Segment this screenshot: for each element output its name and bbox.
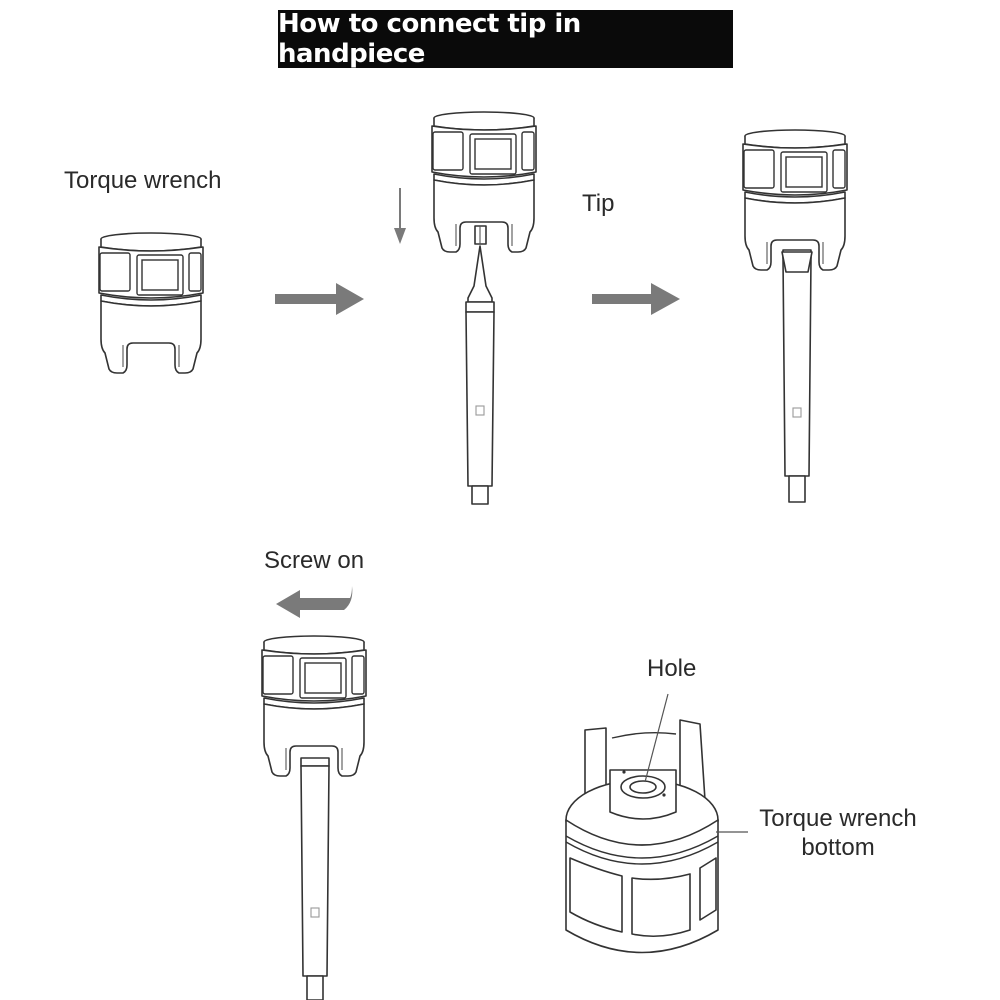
torque-wrench-bottom-illustration — [565, 693, 748, 954]
wrench-seated-illustration — [742, 129, 848, 503]
screw-on-arrow-icon — [276, 586, 353, 618]
right-arrow-icon — [275, 283, 364, 315]
label-line-2: bottom — [801, 834, 875, 861]
torque-wrench-illustration — [98, 232, 204, 374]
label-torque-wrench: Torque wrench — [64, 167, 222, 194]
label-line-1: Torque wrench — [759, 805, 917, 832]
wrench-on-tip-illustration — [431, 111, 537, 505]
page-title: How to connect tip in handpiece — [278, 9, 581, 69]
label-hole: Hole — [647, 655, 697, 682]
title-banner: How to connect tip in handpiece — [278, 9, 733, 69]
label-torque-wrench-bottom: Torque wrench bottom — [750, 805, 926, 862]
right-arrow-icon — [592, 283, 680, 315]
screwed-assembly-illustration — [261, 635, 367, 1000]
label-tip: Tip — [582, 190, 615, 217]
down-arrow-icon — [394, 188, 406, 244]
label-screw-on: Screw on — [264, 547, 365, 574]
